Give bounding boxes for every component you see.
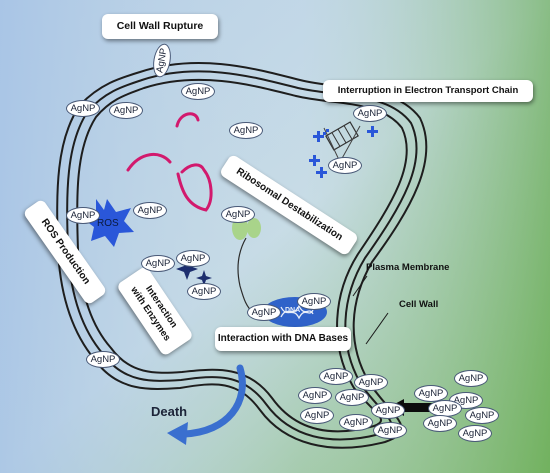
electron-cross-icon: [309, 121, 378, 178]
agnp-particle: AgNP: [371, 401, 405, 419]
dna-marker: DNA: [285, 307, 301, 314]
label-cell-wall: Cell Wall: [399, 299, 439, 310]
label-interaction-dna-bases: Interaction with DNA Bases: [215, 327, 351, 351]
agnp-particle: AgNP: [181, 82, 215, 100]
agnp-particle: AgNP: [187, 282, 221, 300]
rna-strand-1: [175, 112, 200, 128]
cell-wall-pointer: [365, 312, 389, 345]
agnp-particle: AgNP: [221, 205, 255, 223]
rna-strand-3: [176, 163, 213, 212]
agnp-particle: AgNP: [247, 303, 281, 321]
agnp-particle: AgNP: [465, 406, 499, 424]
agnp-particle: AgNP: [458, 424, 492, 442]
agnp-particle: AgNP: [229, 121, 263, 139]
ros-label: ROS: [97, 218, 119, 229]
label-cell-wall-rupture: Cell Wall Rupture: [102, 14, 218, 39]
enzyme-star-icon: [176, 258, 212, 286]
agnp-particle: AgNP: [300, 406, 334, 424]
label-plasma-membrane: Plasma Membrane: [366, 262, 450, 273]
agnp-particle: AgNP: [133, 201, 167, 219]
agnp-particle: AgNP: [335, 388, 369, 406]
agnp-particle: AgNP: [109, 101, 143, 119]
agnp-particle: AgNP: [428, 399, 462, 417]
agnp-particle: AgNP: [66, 206, 100, 224]
agnp-particle: AgNP: [66, 99, 100, 117]
death-arrow-icon: [167, 364, 246, 445]
agnp-particle: AgNP: [328, 156, 362, 174]
agnp-particle: AgNP: [86, 350, 120, 368]
agnp-particle: AgNP: [354, 373, 388, 391]
agnp-particle: AgNP: [423, 414, 457, 432]
pointer-lines: [352, 275, 389, 345]
agnp-particle: AgNP: [353, 104, 387, 122]
agnp-particle: AgNP: [319, 367, 353, 385]
rna-strand-2: [126, 153, 172, 172]
agnp-particle: AgNP: [414, 384, 448, 402]
entry-arrow-shaft: [402, 403, 436, 412]
label-interruption-etc: Interruption in Electron Transport Chain: [323, 80, 533, 102]
label-death: Death: [151, 404, 188, 419]
agnp-particle: AgNP: [298, 386, 332, 404]
agnp-particle: AgNP: [176, 249, 210, 267]
agnp-particle: AgNP: [373, 421, 407, 439]
ros-burst-icon: [82, 199, 134, 247]
plasma-membrane-pointer: [352, 275, 368, 297]
rna-strands: [126, 112, 213, 212]
agnp-particle: AgNP: [454, 369, 488, 387]
agnp-particle: AgNP: [339, 413, 373, 431]
agnp-particle: AgNP: [297, 292, 331, 310]
agnp-particle: AgNP: [141, 254, 175, 272]
